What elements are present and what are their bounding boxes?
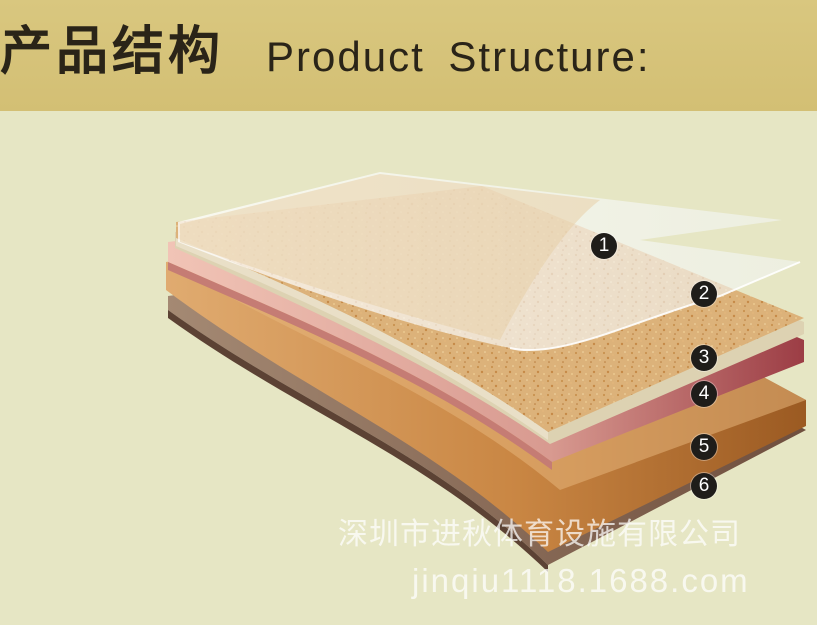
layer-label-2: 2 [691, 281, 717, 307]
title-english: Product Structure: [266, 33, 651, 80]
layer-label-1: 1 [591, 233, 617, 259]
layer-1-shape [178, 172, 801, 352]
layer-label-6: 6 [691, 473, 717, 499]
title-chinese: 产品结构 [0, 22, 225, 82]
layer-label-5: 5 [691, 434, 717, 460]
watermark-url: jinqiu1118.1688.com [412, 562, 750, 599]
layer-label-3: 3 [691, 345, 717, 371]
header-bar: 产品结构 Product Structure: [0, 0, 817, 111]
layer-label-4: 4 [691, 381, 717, 407]
watermark-company: 深圳市进秋体育设施有限公司 [338, 517, 741, 552]
